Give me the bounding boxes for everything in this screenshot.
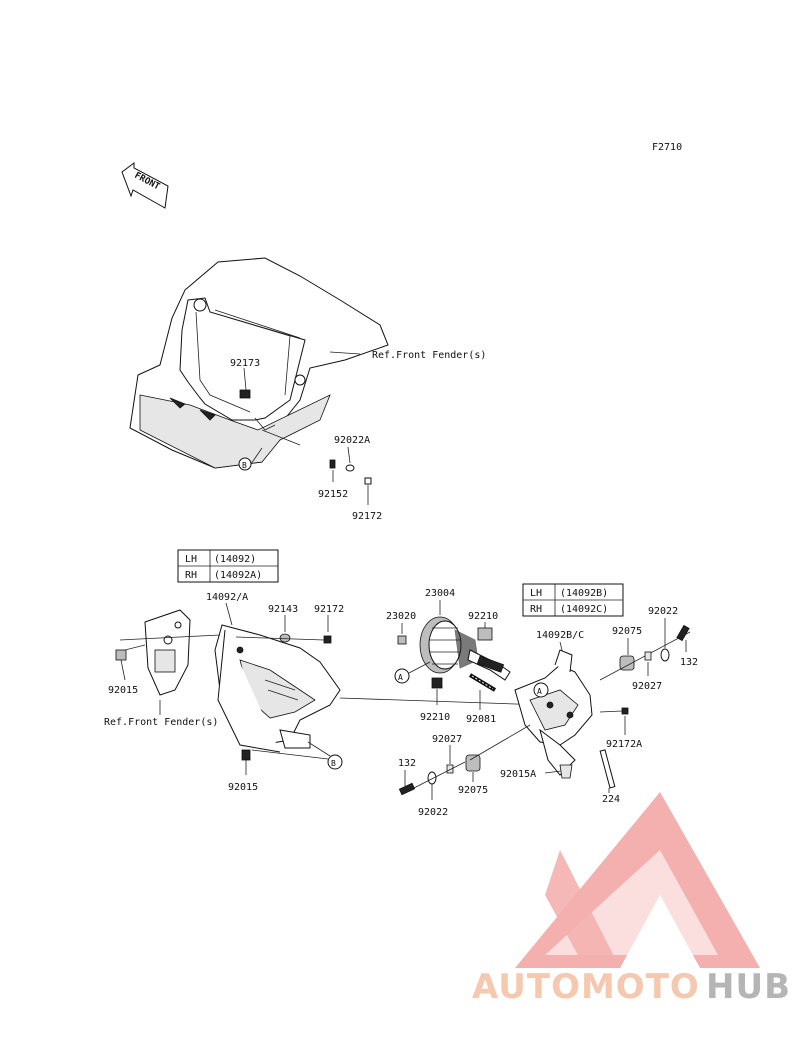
label-92075-left: 92075 [458,785,488,796]
label-14092A: 14092/A [206,592,248,603]
label-92210-bot: 92210 [420,712,450,723]
svg-text:B: B [242,461,247,470]
label-92152: 92152 [318,489,348,500]
svg-text:(14092A): (14092A) [214,570,262,581]
label-14092BC: 14092B/C [536,630,584,641]
label-92143: 92143 [268,604,298,615]
callout-B-bottom [327,754,343,770]
table-right: LH (14092B) RH (14092C) [522,583,624,617]
callout-A-right [533,682,549,698]
label-92210-top: 92210 [468,611,498,622]
callout-A-left [394,668,410,684]
right-bracket-assembly [514,649,593,776]
svg-text:A: A [537,687,542,696]
svg-text:LH: LH [530,588,542,599]
label-92022-right: 92022 [648,606,678,617]
label-92172-mid: 92172 [314,604,344,615]
label-92172-top: 92172 [352,511,382,522]
label-92015-left: 92015 [108,685,138,696]
ref-front-fender-top: Ref.Front Fender(s) [372,350,486,361]
table-left: LH (14092) RH (14092A) [177,549,279,583]
svg-text:(14092): (14092) [214,554,256,565]
diagram-code: F2710 [652,142,682,153]
watermark-brand-1: AUTOMOTO [472,967,700,1007]
front-fender-cowl [129,257,389,469]
front-arrow-icon: FRONT [121,162,169,209]
svg-text:(14092C): (14092C) [560,604,608,615]
label-23020: 23020 [386,611,416,622]
svg-text:RH: RH [185,570,197,581]
label-92027-left: 92027 [432,734,462,745]
adjust-screw-92081 [468,673,497,692]
label-92027-right: 92027 [632,681,662,692]
svg-text:(14092B): (14092B) [560,588,608,599]
label-92015A: 92015A [500,769,536,780]
label-132-left: 132 [398,758,416,769]
label-92173: 92173 [230,358,260,369]
svg-text:RH: RH [530,604,542,615]
label-23004: 23004 [425,588,455,599]
label-92081: 92081 [466,714,496,725]
svg-text:A: A [398,673,403,682]
watermark-brand-2: HUB [706,967,791,1007]
headlight-unit [419,616,511,681]
label-92172A: 92172A [606,739,642,750]
label-224: 224 [602,794,620,805]
svg-text:B: B [331,759,336,768]
ref-front-fender-mid: Ref.Front Fender(s) [104,717,218,728]
left-bracket-plate [144,609,191,696]
label-92015-bottom: 92015 [228,782,258,793]
watermark-logo [515,792,760,968]
label-92022-left: 92022 [418,807,448,818]
left-bracket-assembly [214,624,341,753]
label-92075-right: 92075 [612,626,642,637]
label-92022A: 92022A [334,435,370,446]
label-132-right: 132 [680,657,698,668]
svg-text:LH: LH [185,554,197,565]
